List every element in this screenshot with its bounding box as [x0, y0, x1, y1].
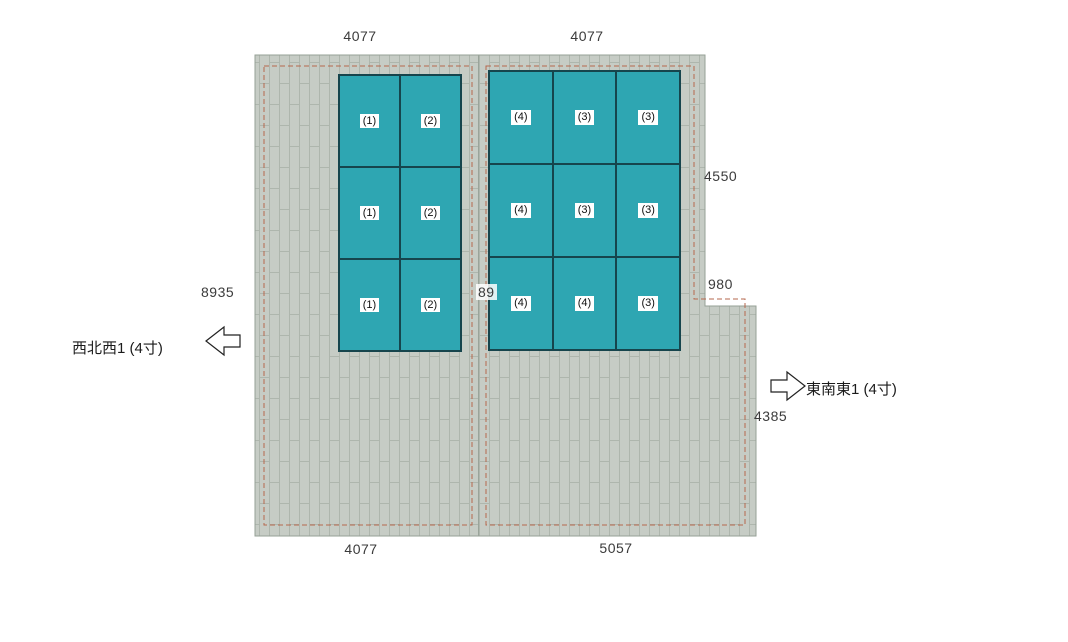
dim-bottom-right: 5057: [599, 540, 633, 556]
solar-panel: (3): [617, 258, 679, 349]
panel-label: (4): [574, 296, 595, 311]
solar-panel: (3): [617, 72, 679, 163]
solar-panel: (4): [490, 165, 552, 256]
direction-label-west: 西北西1 (4寸): [72, 340, 163, 357]
solar-panel: (1): [340, 260, 399, 350]
dim-bottom-left: 4077: [344, 541, 378, 557]
solar-panel: (4): [553, 258, 616, 349]
dim-top-right: 4077: [570, 28, 604, 44]
solar-panel: (3): [553, 165, 616, 256]
panel-label: (4): [511, 110, 531, 125]
panel-label: (2): [420, 205, 441, 221]
solar-panel: (4): [490, 258, 552, 349]
panel-label: (1): [359, 113, 380, 129]
solar-panel: (3): [617, 165, 679, 256]
panel-label: (1): [359, 297, 380, 313]
panel-array-west: (1) (2) (1) (2) (1) (2): [338, 74, 462, 352]
solar-panel: (1): [340, 76, 399, 166]
eaves-dashed-east: [485, 65, 746, 526]
solar-panel: (4): [490, 72, 552, 163]
panel-label: (3): [574, 203, 595, 218]
panel-array-east: (4) (3) (3) (4) (3) (3) (4) (4) (3): [488, 70, 681, 351]
west-arrow-icon: [205, 325, 241, 357]
panel-label: (3): [638, 296, 658, 311]
eaves-dashed-west: [263, 65, 473, 526]
solar-panel: (2): [401, 168, 460, 258]
panel-label: (4): [511, 296, 531, 311]
solar-panel: (2): [401, 76, 460, 166]
panel-label: (3): [574, 110, 595, 125]
dim-right-upper: 4550: [704, 168, 738, 184]
dim-right-step: 980: [708, 276, 733, 292]
panel-label: (1): [359, 205, 380, 221]
solar-panel: (3): [553, 72, 616, 163]
panel-label: (4): [511, 203, 531, 218]
panel-label: (3): [638, 203, 658, 218]
panel-label: (2): [420, 113, 441, 129]
panel-label: (2): [420, 297, 441, 313]
panel-label: (3): [638, 110, 658, 125]
dim-left: 8935: [201, 284, 235, 300]
solar-panel: (2): [401, 260, 460, 350]
dim-right-lower: 4385: [754, 408, 788, 424]
east-arrow-icon: [770, 370, 806, 402]
direction-label-east: 東南東1 (4寸): [806, 381, 897, 398]
solar-panel: (1): [340, 168, 399, 258]
dim-ridge-gap: 89: [476, 284, 497, 300]
dim-top-left: 4077: [343, 28, 377, 44]
